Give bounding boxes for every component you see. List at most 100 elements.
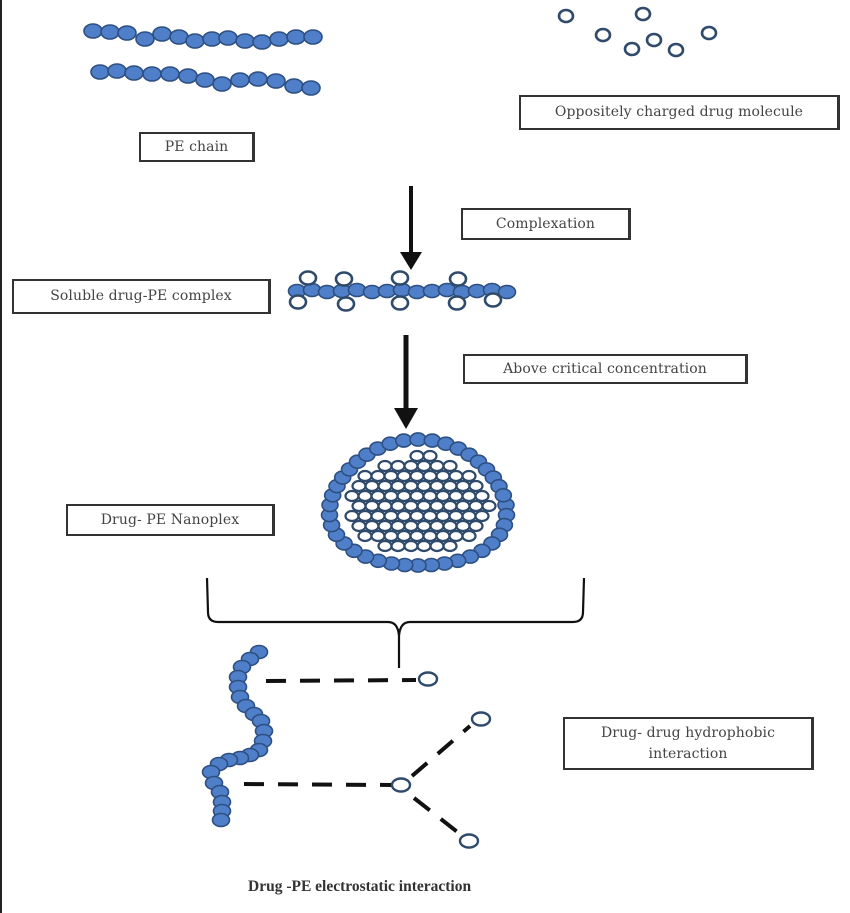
label-drug-molecule: Oppositely charged drug molecule bbox=[519, 95, 840, 130]
nanoplex-drug bbox=[403, 479, 419, 493]
nanoplex-drug bbox=[383, 509, 399, 523]
nanoplex-drug bbox=[370, 469, 386, 483]
nanoplex-drug bbox=[461, 489, 477, 503]
nanoplex-drug bbox=[435, 489, 451, 503]
nanoplex-drug bbox=[442, 479, 458, 493]
nanoplex-drug bbox=[416, 519, 432, 533]
nanoplex-drug bbox=[429, 459, 445, 473]
hydrophobic-line-lower bbox=[412, 796, 462, 836]
electrostatic-line-lower bbox=[243, 782, 393, 787]
nanoplex-particle bbox=[320, 432, 516, 573]
electrostatic-line-upper bbox=[265, 678, 417, 683]
nanoplex-drug bbox=[474, 509, 490, 523]
nanoplex-drug bbox=[448, 489, 464, 503]
nanoplex-drug bbox=[377, 479, 393, 493]
nanoplex-drug bbox=[396, 489, 412, 503]
nanoplex-drug bbox=[396, 469, 412, 483]
nanoplex-drug bbox=[461, 509, 477, 523]
nanoplex-drug bbox=[435, 509, 451, 523]
nanoplex-drug bbox=[461, 529, 477, 543]
nanoplex-drug bbox=[383, 489, 399, 503]
pe-bead bbox=[301, 80, 321, 96]
label-hydrophobic: Drug- drug hydrophobic interaction bbox=[563, 717, 814, 770]
caption-electrostatic: Drug -PE electrostatic interaction bbox=[248, 878, 471, 896]
label-complexation-text: Complexation bbox=[495, 215, 596, 232]
pe-bead bbox=[83, 23, 103, 39]
nanoplex-drug bbox=[422, 509, 438, 523]
pe-bead bbox=[152, 26, 172, 42]
nanoplex-drug bbox=[377, 499, 393, 513]
pe-bead bbox=[212, 76, 232, 92]
drug-molecule bbox=[645, 32, 663, 48]
nanoplex-drug bbox=[416, 479, 432, 493]
pe-bead bbox=[107, 63, 127, 79]
hydrophobic-line-upper bbox=[410, 724, 472, 778]
nanoplex-drug bbox=[370, 489, 386, 503]
nanoplex-drug bbox=[344, 489, 360, 503]
nanoplex-drug bbox=[377, 539, 393, 553]
label-critical-concentration-text: Above critical concentration bbox=[503, 360, 707, 377]
pe-bead bbox=[211, 812, 231, 828]
nanoplex-drug bbox=[364, 519, 380, 533]
nanoplex-drug bbox=[448, 469, 464, 483]
label-complexation: Complexation bbox=[461, 208, 631, 240]
nanoplex-drug bbox=[455, 479, 471, 493]
complexation-arrow bbox=[400, 186, 422, 270]
nanoplex-drug bbox=[383, 469, 399, 483]
nanoplex-drug bbox=[364, 479, 380, 493]
pe-bead bbox=[266, 73, 286, 89]
drug-molecules-group bbox=[557, 6, 718, 58]
nanoplex-drug bbox=[409, 489, 425, 503]
caption-electrostatic-text: Drug -PE electrostatic interaction bbox=[248, 878, 472, 895]
nanoplex-drug bbox=[396, 509, 412, 523]
pe-bead bbox=[178, 68, 198, 84]
nanoplex-drug bbox=[351, 519, 367, 533]
pe-bead bbox=[230, 72, 250, 88]
pe-bead bbox=[100, 24, 120, 40]
label-pe-chain-text: PE chain bbox=[164, 138, 229, 155]
nanoplex-drug bbox=[442, 519, 458, 533]
drug-molecule bbox=[700, 25, 718, 41]
nanoplex-drug bbox=[442, 459, 458, 473]
pe-chain-wavy bbox=[201, 644, 274, 828]
nanoplex-drug bbox=[390, 499, 406, 513]
pe-bead bbox=[303, 29, 323, 45]
pe-bead bbox=[117, 25, 137, 41]
nanoplex-drug bbox=[403, 459, 419, 473]
pe-bead bbox=[347, 282, 367, 298]
soluble-complex-chain bbox=[287, 270, 517, 312]
pe-bead bbox=[248, 71, 268, 87]
pe-bead bbox=[124, 65, 144, 81]
drug-molecule bbox=[334, 271, 354, 287]
grouping-brace bbox=[205, 577, 586, 668]
nanoplex-pe-bead bbox=[494, 488, 513, 503]
nanoplex-drug bbox=[377, 519, 393, 533]
nanoplex-drug bbox=[435, 469, 451, 483]
drug-molecule bbox=[298, 270, 318, 286]
left-border bbox=[0, 0, 2, 913]
nanoplex-drug bbox=[357, 509, 373, 523]
nanoplex-drug bbox=[357, 529, 373, 543]
nanoplex-drug bbox=[416, 459, 432, 473]
nanoplex-drug bbox=[377, 459, 393, 473]
pe-bead bbox=[269, 31, 289, 47]
drug-molecule bbox=[447, 295, 467, 311]
label-soluble-complex: Soluble drug-PE complex bbox=[12, 279, 271, 314]
interaction-lines bbox=[243, 678, 472, 836]
nanoplex-drug bbox=[422, 529, 438, 543]
interaction-drug-molecules bbox=[390, 671, 492, 849]
nanoplex-drug bbox=[357, 489, 373, 503]
pe-bead bbox=[90, 64, 110, 80]
pe-bead bbox=[252, 34, 272, 50]
label-nanoplex: Drug- PE Nanoplex bbox=[66, 504, 275, 536]
nanoplex-drug bbox=[468, 499, 484, 513]
nanoplex-drug bbox=[351, 499, 367, 513]
pe-bead bbox=[286, 29, 306, 45]
nanoplex-drug bbox=[448, 529, 464, 543]
drug-molecule bbox=[288, 294, 308, 310]
nanoplex-drug bbox=[403, 499, 419, 513]
nanoplex-drug bbox=[409, 529, 425, 543]
nanoplex-drug bbox=[474, 489, 490, 503]
nanoplex-drug bbox=[357, 469, 373, 483]
